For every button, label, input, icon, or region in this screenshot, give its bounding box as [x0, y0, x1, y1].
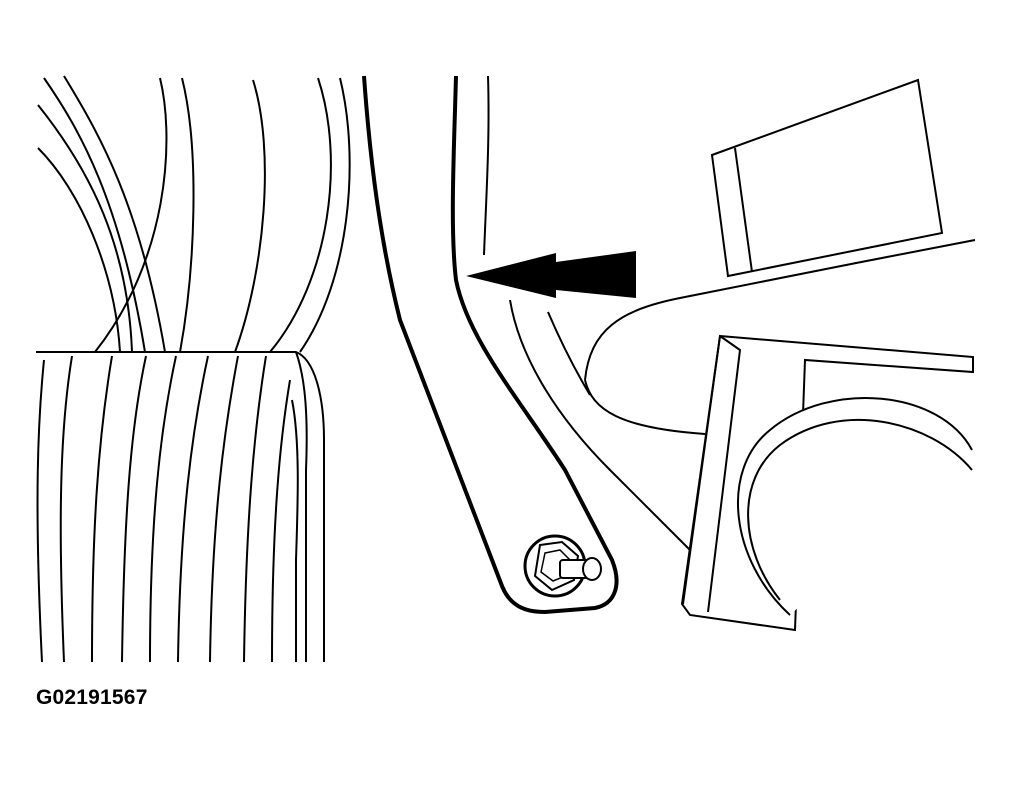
- mounting-bracket: [364, 76, 690, 612]
- housing-assembly: [585, 80, 975, 630]
- figure-code: G02191567: [36, 686, 148, 709]
- arrow-icon: [466, 251, 636, 298]
- bolt-nut: [525, 536, 602, 596]
- hose-bundle: [36, 76, 350, 662]
